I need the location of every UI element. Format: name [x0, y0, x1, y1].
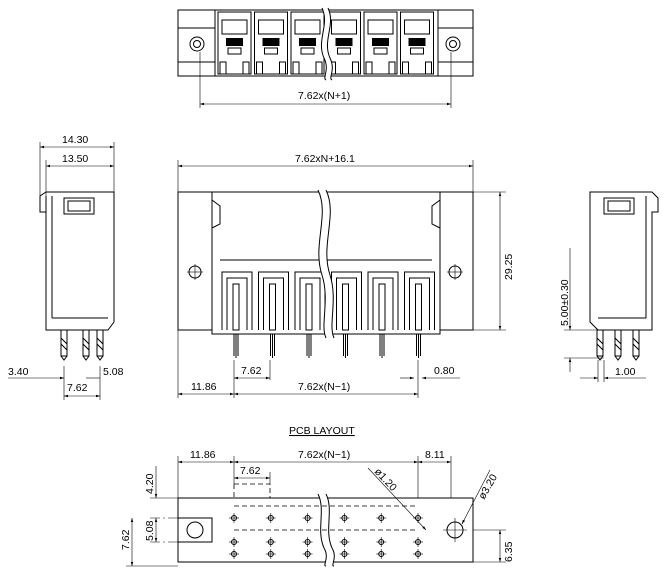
left-dim-inner: 13.50 — [62, 153, 88, 165]
pcb-dim-row-a: 7.62 — [120, 529, 132, 550]
pin — [632, 329, 640, 361]
top-view: 7.62x(N+1) — [177, 7, 474, 108]
pcb-dim-hole-large: ø3.20 — [476, 472, 500, 501]
pcb-dim-offset: 11.86 — [190, 449, 216, 461]
top-terminal-cell — [217, 11, 252, 75]
left-dim-pin-offset: 3.40 — [8, 366, 29, 378]
front-dim-span: 7.62x(N−1) — [298, 381, 350, 393]
pcb-dim-pitch: 7.62 — [240, 465, 261, 477]
top-dim-width: 7.62x(N+1) — [298, 90, 350, 102]
front-dim-offset: 11.86 — [191, 381, 217, 393]
top-terminal-cell — [254, 11, 288, 75]
pcb-dim-top: 4.20 — [144, 473, 156, 494]
pin — [614, 329, 622, 361]
pcb-dim-right: 8.11 — [425, 449, 445, 461]
pcb-dim-row-b: 5.08 — [144, 520, 156, 541]
pcb-title: PCB LAYOUT — [289, 425, 355, 437]
front-terminal-cell — [221, 271, 253, 358]
pin — [596, 329, 604, 361]
left-dim-outer: 14.30 — [62, 134, 88, 146]
right-dim-pin-dia: 1.00 — [615, 366, 636, 378]
right-side-view: 5.00±0.30 1.00 — [559, 191, 659, 382]
front-view: 7.62xN+16.1 29.25 7.62 11.86 7.62x — [177, 153, 515, 398]
front-terminal-cell — [404, 271, 435, 358]
front-dim-pin: 0.80 — [434, 365, 455, 377]
front-dim-pitch: 7.62 — [241, 365, 262, 377]
pcb-dim-hole-small: ø1.20 — [372, 466, 399, 494]
pin — [60, 329, 68, 361]
right-dim-pin-length: 5.00±0.30 — [559, 279, 571, 326]
front-dim-height: 29.25 — [503, 254, 515, 280]
top-terminal-cell — [290, 11, 325, 75]
pin — [82, 329, 90, 361]
left-dim-row: 5.08 — [103, 366, 124, 378]
pcb-dim-span: 7.62x(N−1) — [298, 449, 350, 461]
left-side-view: 14.30 13.50 3.40 7.62 5.08 — [8, 134, 124, 400]
top-terminal-cell — [400, 11, 434, 75]
mount-hole-left — [189, 36, 205, 52]
front-terminal-cell — [367, 271, 399, 358]
pcb-dim-bottom: 6.35 — [503, 541, 515, 562]
mount-hole-right — [445, 36, 461, 52]
pin — [96, 329, 104, 361]
top-terminal-cell — [327, 11, 361, 75]
front-terminal-cell — [331, 271, 362, 358]
top-terminal-cell — [363, 11, 398, 75]
front-terminal-cell — [258, 271, 289, 358]
pcb-layout: PCB LAYOUT 11.86 7.62x(N−1) 8.11 7.62 — [120, 425, 515, 567]
left-dim-pitch: 7.62 — [67, 382, 88, 394]
front-dim-total: 7.62xN+16.1 — [295, 153, 355, 165]
front-terminal-cell — [294, 271, 326, 358]
